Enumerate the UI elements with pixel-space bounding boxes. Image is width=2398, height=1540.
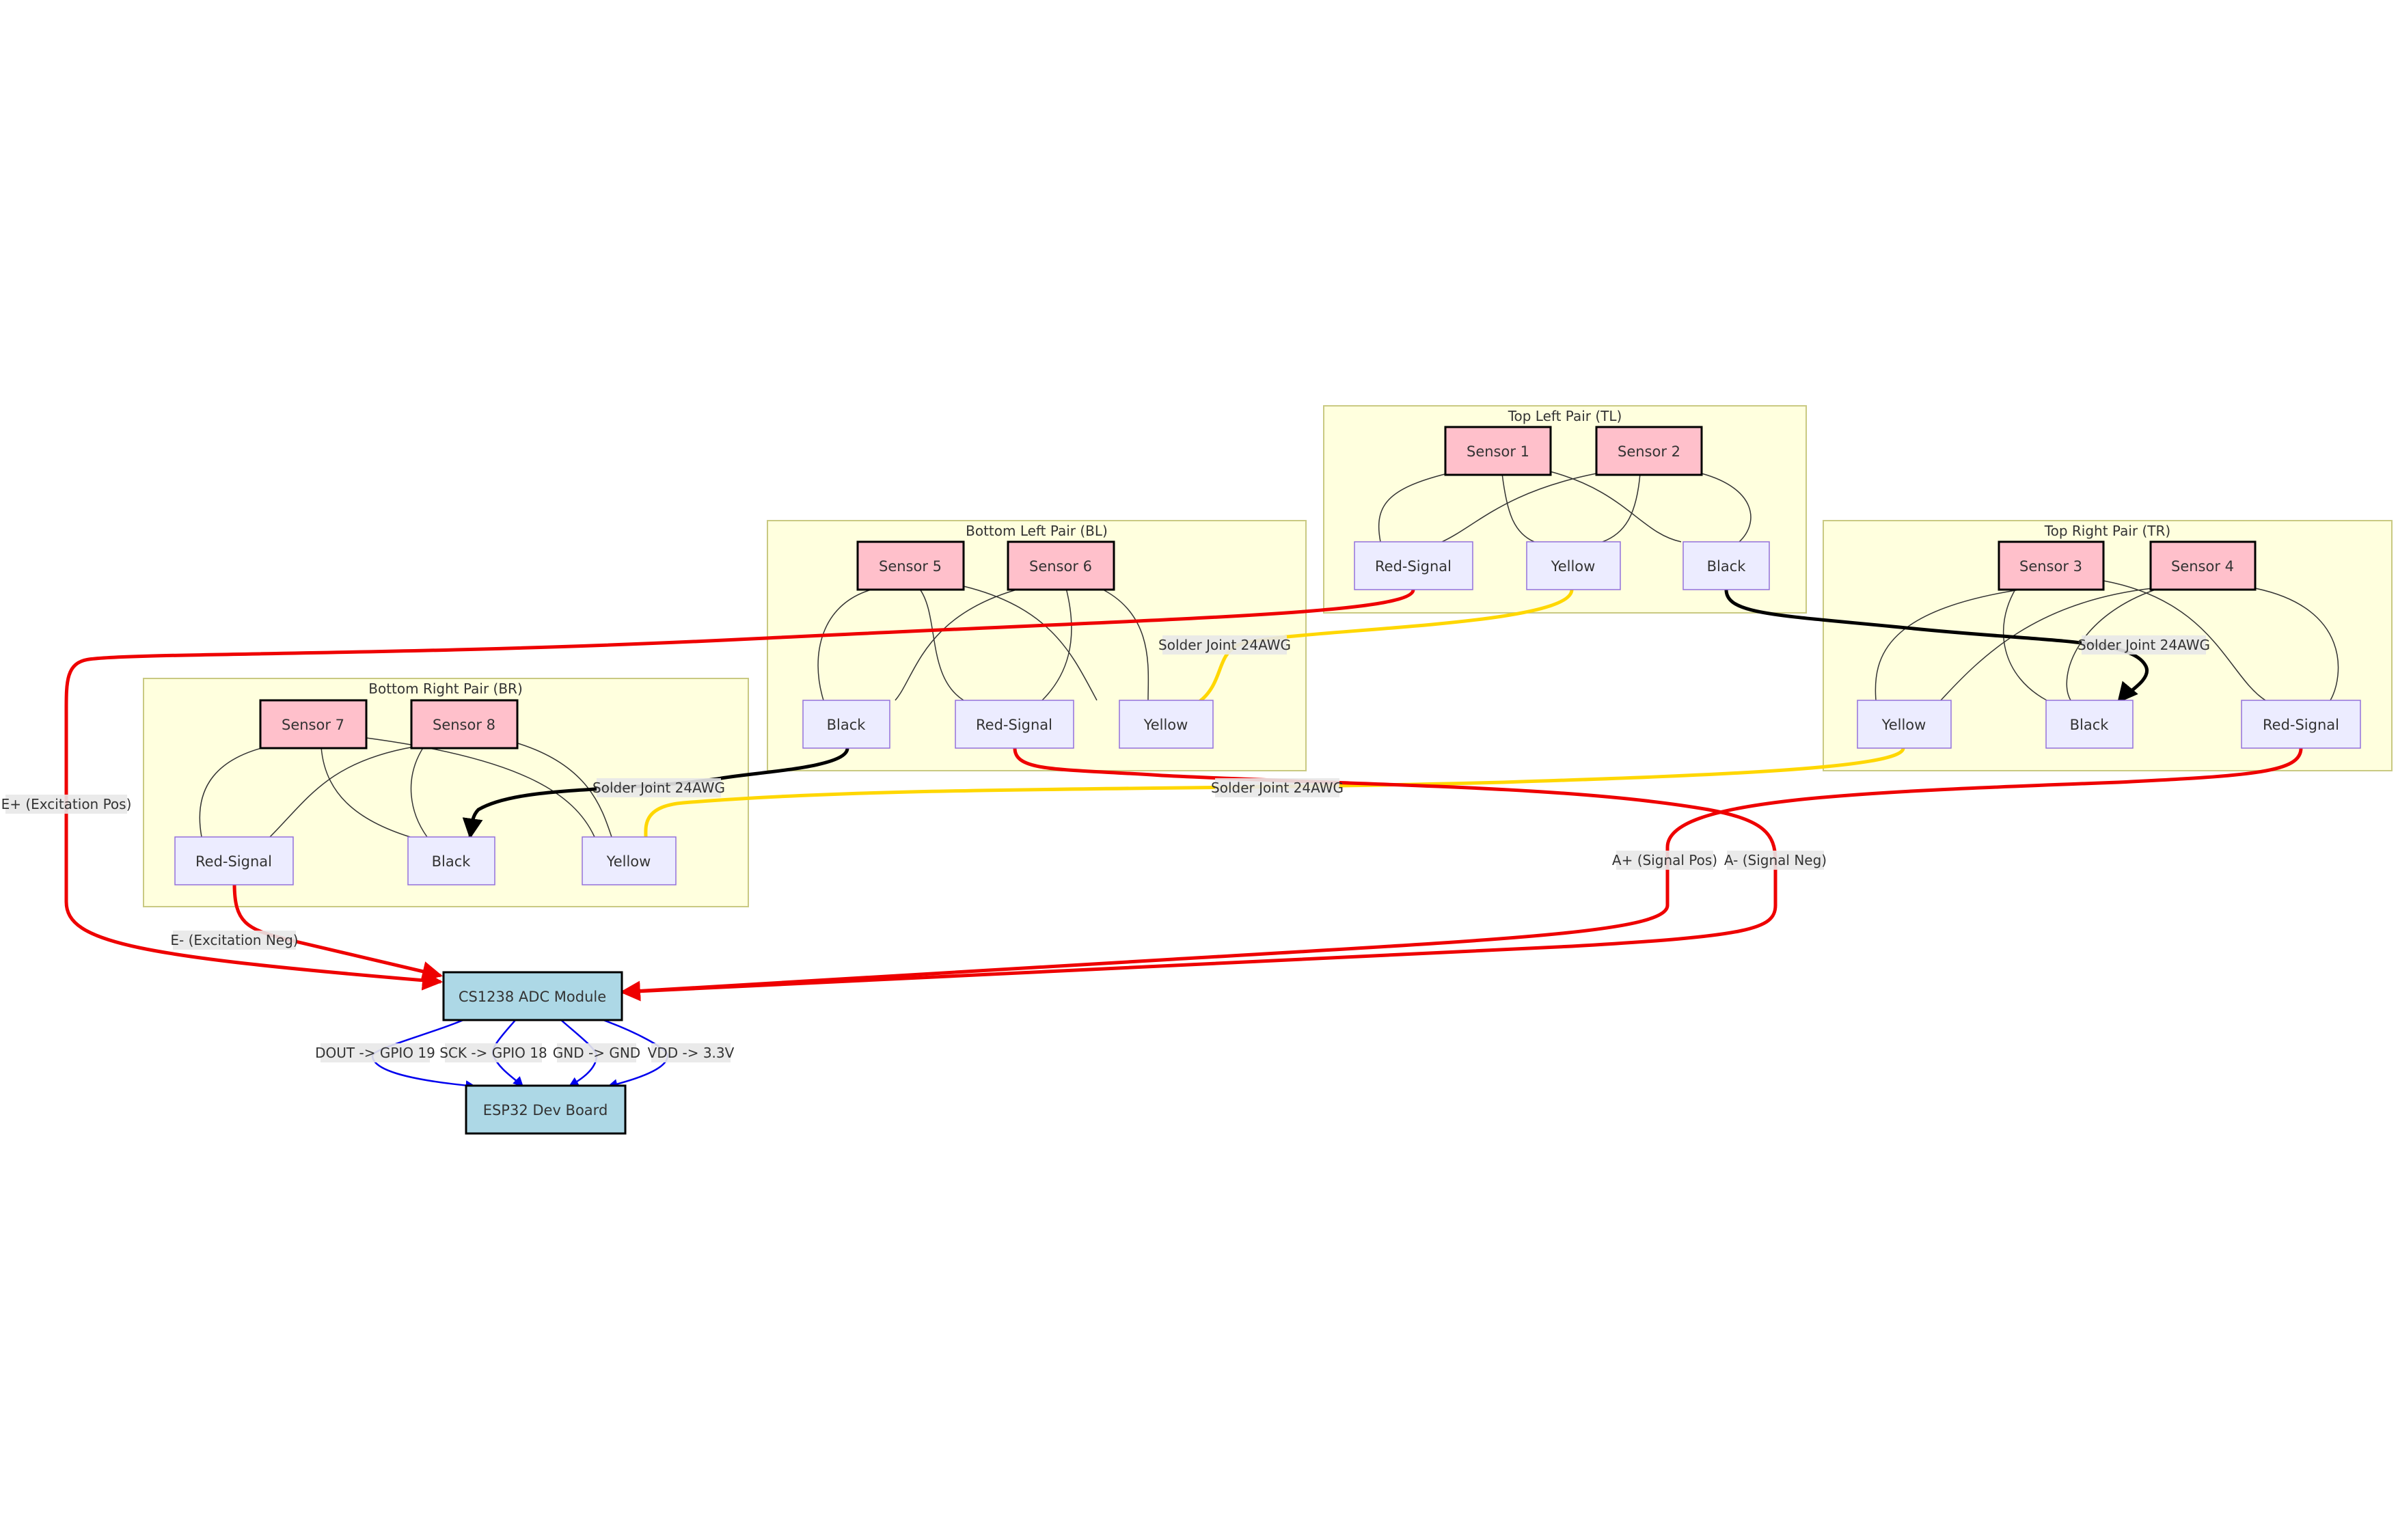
tl-black-node[interactable]: Black: [1682, 541, 1770, 590]
edge-labels: Solder Joint 24AWG Solder Joint 24AWG So…: [1, 635, 2210, 1062]
label-e-pos: E+ (Excitation Pos): [1, 796, 132, 812]
br-black-node[interactable]: Black: [407, 836, 495, 885]
br-red-signal-label: Red-Signal: [195, 853, 272, 870]
sensor-3-label: Sensor 3: [2019, 558, 2082, 575]
label-solder-tl-tr: Solder Joint 24AWG: [2077, 637, 2210, 653]
esp32-board-label: ESP32 Dev Board: [483, 1102, 608, 1118]
bl-red-signal-label: Red-Signal: [976, 717, 1052, 733]
esp32-board-node[interactable]: ESP32 Dev Board: [465, 1084, 627, 1135]
label-dout: DOUT -> GPIO 19: [315, 1045, 435, 1061]
link-s3-tr-yellow: [1875, 588, 2030, 701]
tl-yellow-label: Yellow: [1551, 558, 1596, 575]
bl-black-node[interactable]: Black: [802, 700, 890, 749]
adc-module-node[interactable]: CS1238 ADC Module: [442, 971, 623, 1021]
br-yellow-label: Yellow: [606, 853, 651, 870]
link-s2-tl-red: [1441, 473, 1597, 542]
sensor-1-node[interactable]: Sensor 1: [1444, 426, 1552, 476]
wire-bl-red-a-neg: [620, 747, 1777, 1002]
link-s8-br-red: [269, 746, 415, 838]
sensor-5-label: Sensor 5: [879, 558, 942, 575]
tl-red-signal-label: Red-Signal: [1375, 558, 1452, 575]
sensor-4-node[interactable]: Sensor 4: [2149, 540, 2257, 591]
sensor-2-label: Sensor 2: [1618, 443, 1680, 460]
wire-tl-yellow-to-bl-yellow: [1198, 589, 1574, 703]
module-nodes: CS1238 ADC Module ESP32 Dev Board: [442, 971, 627, 1135]
link-s2-tl-yellow: [1602, 473, 1641, 542]
sensor-7-label: Sensor 7: [282, 717, 344, 733]
link-s7-br-black: [321, 746, 411, 838]
wire-tl-black-to-tr-black: [1724, 589, 2149, 704]
tl-red-signal-node[interactable]: Red-Signal: [1354, 541, 1473, 590]
link-s3-tr-black: [2002, 588, 2047, 701]
link-s1-tl-red: [1378, 473, 1448, 542]
tl-black-label: Black: [1707, 558, 1747, 575]
label-sck: SCK -> GPIO 18: [439, 1045, 547, 1061]
link-s6-bl-black: [895, 588, 1022, 701]
link-s2-tl-black: [1701, 473, 1752, 542]
sensor-5-node[interactable]: Sensor 5: [856, 540, 965, 591]
tr-red-signal-label: Red-Signal: [2263, 717, 2339, 733]
adc-module-label: CS1238 ADC Module: [459, 989, 606, 1005]
link-s5-bl-black: [817, 588, 877, 701]
sensor-8-label: Sensor 8: [433, 717, 495, 733]
sensor-nodes: Sensor 1 Sensor 2 Sensor 5 Sensor 6 Sens…: [259, 426, 2257, 750]
link-s6-bl-yellow: [1100, 588, 1149, 701]
label-vdd: VDD -> 3.3V: [648, 1045, 735, 1061]
sensor-1-label: Sensor 1: [1467, 443, 1529, 460]
link-s8-br-yellow: [517, 743, 612, 838]
cluster-title-tl: Top Left Pair (TL): [1508, 408, 1622, 424]
link-s1-tl-yellow: [1501, 473, 1535, 542]
cluster-title-br: Bottom Right Pair (BR): [368, 680, 523, 697]
br-black-label: Black: [432, 853, 472, 870]
sensor-7-node[interactable]: Sensor 7: [259, 699, 368, 750]
sensor-2-node[interactable]: Sensor 2: [1595, 426, 1703, 476]
tr-red-signal-node[interactable]: Red-Signal: [2241, 700, 2361, 749]
link-s4-tr-red: [2254, 588, 2339, 701]
bl-yellow-node[interactable]: Yellow: [1119, 700, 1214, 749]
sensor-8-node[interactable]: Sensor 8: [410, 699, 519, 750]
cluster-title-bl: Bottom Left Pair (BL): [966, 523, 1108, 539]
wire-tr-red-a-pos: [621, 747, 2303, 994]
label-solder-tr-br: Solder Joint 24AWG: [1211, 780, 1344, 796]
solder-joints: [462, 589, 2149, 839]
sensor-6-node[interactable]: Sensor 6: [1007, 540, 1115, 591]
link-s4-tr-black: [2066, 588, 2160, 701]
bl-black-label: Black: [827, 717, 867, 733]
link-s5-bl-red: [918, 588, 964, 701]
sensor-6-label: Sensor 6: [1029, 558, 1092, 575]
br-yellow-node[interactable]: Yellow: [582, 836, 677, 885]
link-s8-br-black: [410, 746, 428, 838]
label-gnd: GND -> GND: [553, 1045, 640, 1061]
wire-nodes: Red-Signal Yellow Black Black Red-Signal…: [174, 541, 2361, 885]
wire-tr-yellow-to-br-yellow: [644, 747, 1905, 838]
link-s5-bl-yellow: [963, 586, 1098, 701]
label-solder-tl-bl: Solder Joint 24AWG: [1158, 637, 1291, 653]
cluster-title-tr: Top Right Pair (TR): [2044, 523, 2170, 539]
tr-yellow-node[interactable]: Yellow: [1857, 700, 1952, 749]
label-e-neg: E- (Excitation Neg): [170, 932, 298, 948]
bl-yellow-label: Yellow: [1143, 717, 1188, 733]
br-red-signal-node[interactable]: Red-Signal: [174, 836, 294, 885]
tl-yellow-node[interactable]: Yellow: [1526, 541, 1621, 590]
link-s7-br-red: [199, 746, 267, 838]
tr-black-node[interactable]: Black: [2045, 700, 2134, 749]
tr-yellow-label: Yellow: [1881, 717, 1926, 733]
label-solder-bl-br: Solder Joint 24AWG: [592, 780, 725, 796]
bl-red-signal-node[interactable]: Red-Signal: [955, 700, 1074, 749]
link-s3-tr-red: [2103, 580, 2266, 701]
sensor-3-node[interactable]: Sensor 3: [1998, 540, 2105, 591]
wire-tl-red-e-pos: [64, 589, 1415, 991]
label-a-neg: A- (Signal Neg): [1724, 852, 1827, 868]
link-s6-bl-red: [1041, 588, 1072, 701]
link-s1-tl-black: [1549, 471, 1682, 542]
sensor-4-label: Sensor 4: [2171, 558, 2234, 575]
tr-black-label: Black: [2070, 717, 2110, 733]
link-s4-tr-yellow: [1940, 588, 2153, 701]
label-a-pos: A+ (Signal Pos): [1612, 852, 1717, 868]
